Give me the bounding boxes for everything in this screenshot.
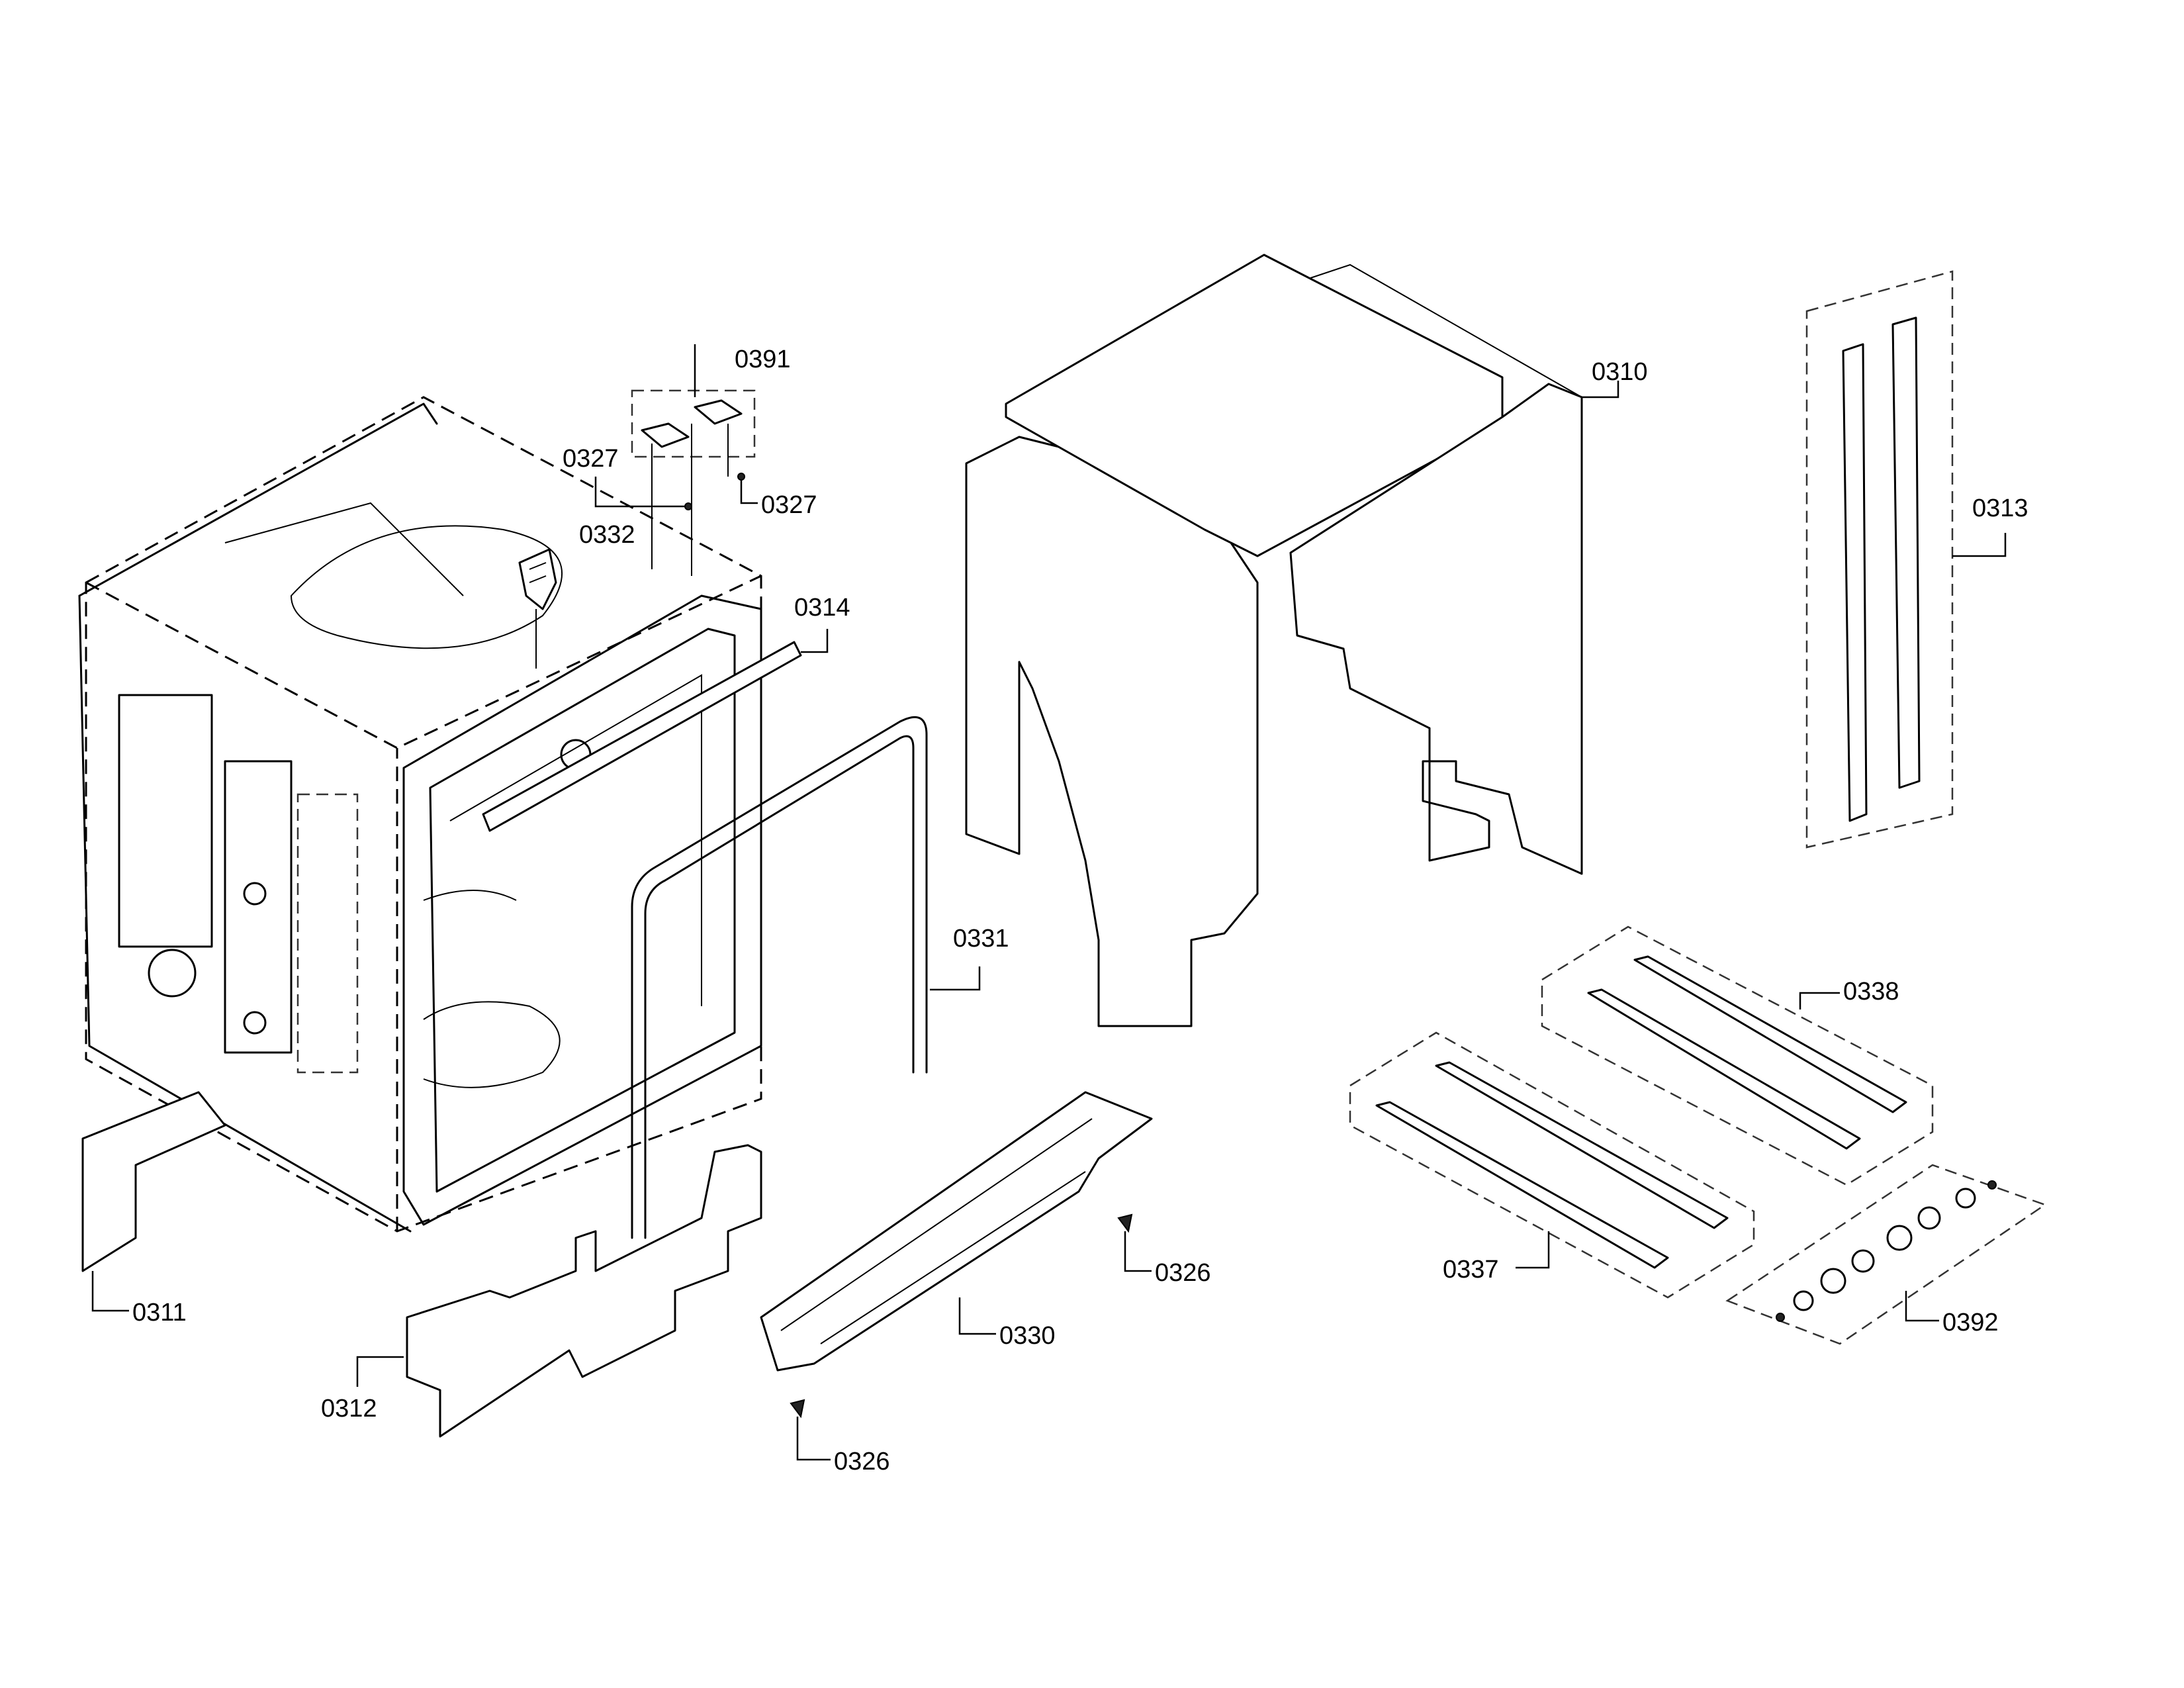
callout-0327-right: 0327 — [761, 491, 817, 519]
part-0337-rail-kit — [1349, 1031, 1755, 1299]
part-0314-strip — [482, 629, 829, 832]
callout-0337: 0337 — [1443, 1256, 1499, 1284]
callout-0312: 0312 — [321, 1395, 377, 1423]
callout-0338: 0338 — [1843, 978, 1899, 1006]
part-0310-insulation-blanket — [965, 254, 1619, 1027]
part-0327-screws — [594, 473, 758, 510]
callout-0310: 0310 — [1592, 358, 1648, 386]
callout-labels: 0310 0311 0312 0313 0314 0326 0326 0327 … — [132, 346, 2028, 1476]
callout-0311: 0311 — [132, 1299, 187, 1327]
callout-0326-lower: 0326 — [834, 1448, 890, 1476]
callout-0332: 0332 — [579, 521, 635, 549]
callout-0313: 0313 — [1972, 494, 2028, 522]
part-0332-hinge — [518, 548, 557, 669]
part-0330-support-bracket — [760, 1091, 1153, 1372]
part-0311-left-panel — [81, 1091, 226, 1312]
part-0312-lower-panel — [356, 1144, 762, 1438]
callout-0326-upper: 0326 — [1155, 1259, 1211, 1287]
part-0313-side-rails — [1805, 270, 2007, 849]
part-0392-hardware-kit — [1725, 1164, 2047, 1345]
callout-0391: 0391 — [735, 346, 791, 373]
callout-0392: 0392 — [1942, 1309, 1999, 1336]
callout-0314: 0314 — [794, 594, 850, 622]
dishwasher-tub — [78, 396, 762, 1233]
callout-0330: 0330 — [999, 1322, 1056, 1350]
part-0331-door-gasket — [631, 716, 981, 1239]
callout-0327-left: 0327 — [563, 445, 619, 473]
part-0326-screws — [790, 1213, 1152, 1461]
callout-0331: 0331 — [953, 925, 1009, 953]
part-0338-rail-kit — [1541, 925, 1934, 1186]
part-0391-bracket-kit — [631, 344, 756, 576]
